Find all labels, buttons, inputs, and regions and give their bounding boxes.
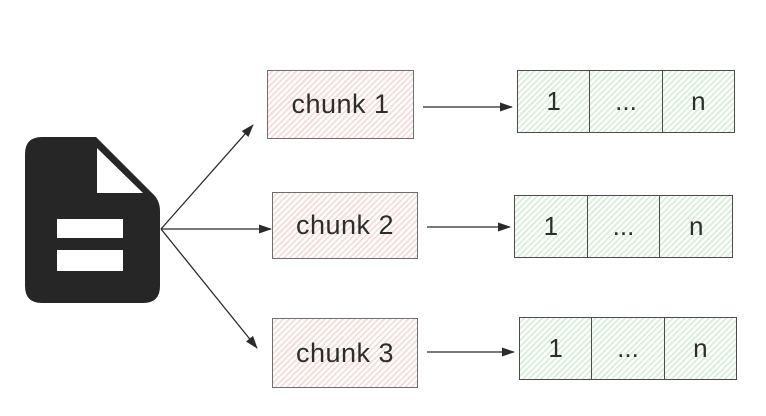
chunk-label: chunk 3 — [295, 337, 395, 368]
token-cell: ... — [591, 318, 663, 379]
token-row-3: 1 ... n — [519, 317, 737, 380]
document-line-1 — [57, 219, 123, 238]
token-cell: n — [659, 196, 732, 257]
token-row-2: 1 ... n — [514, 195, 733, 258]
token-cell: n — [661, 71, 734, 132]
chunk-label: chunk 1 — [291, 89, 390, 119]
token-cell: 1 — [548, 333, 563, 363]
token-cell: ... — [589, 71, 661, 132]
chunk-box-2: chunk 2 — [272, 192, 418, 259]
fan-arrow-3 — [160, 228, 258, 349]
document-icon — [25, 137, 160, 303]
chunk-label: chunk 2 — [295, 210, 395, 240]
chunk-box-3: chunk 3 — [272, 318, 418, 388]
chunk-box-1: chunk 1 — [267, 70, 414, 139]
document-fold — [97, 148, 143, 193]
token-row-1: 1 ... n — [517, 70, 735, 133]
token-cell: 1 — [546, 86, 561, 116]
token-cell: 1 — [543, 211, 559, 241]
document-line-2 — [57, 250, 123, 271]
token-cell: ... — [586, 196, 660, 257]
token-cell: n — [663, 318, 736, 379]
fan-arrow-1 — [160, 124, 254, 230]
